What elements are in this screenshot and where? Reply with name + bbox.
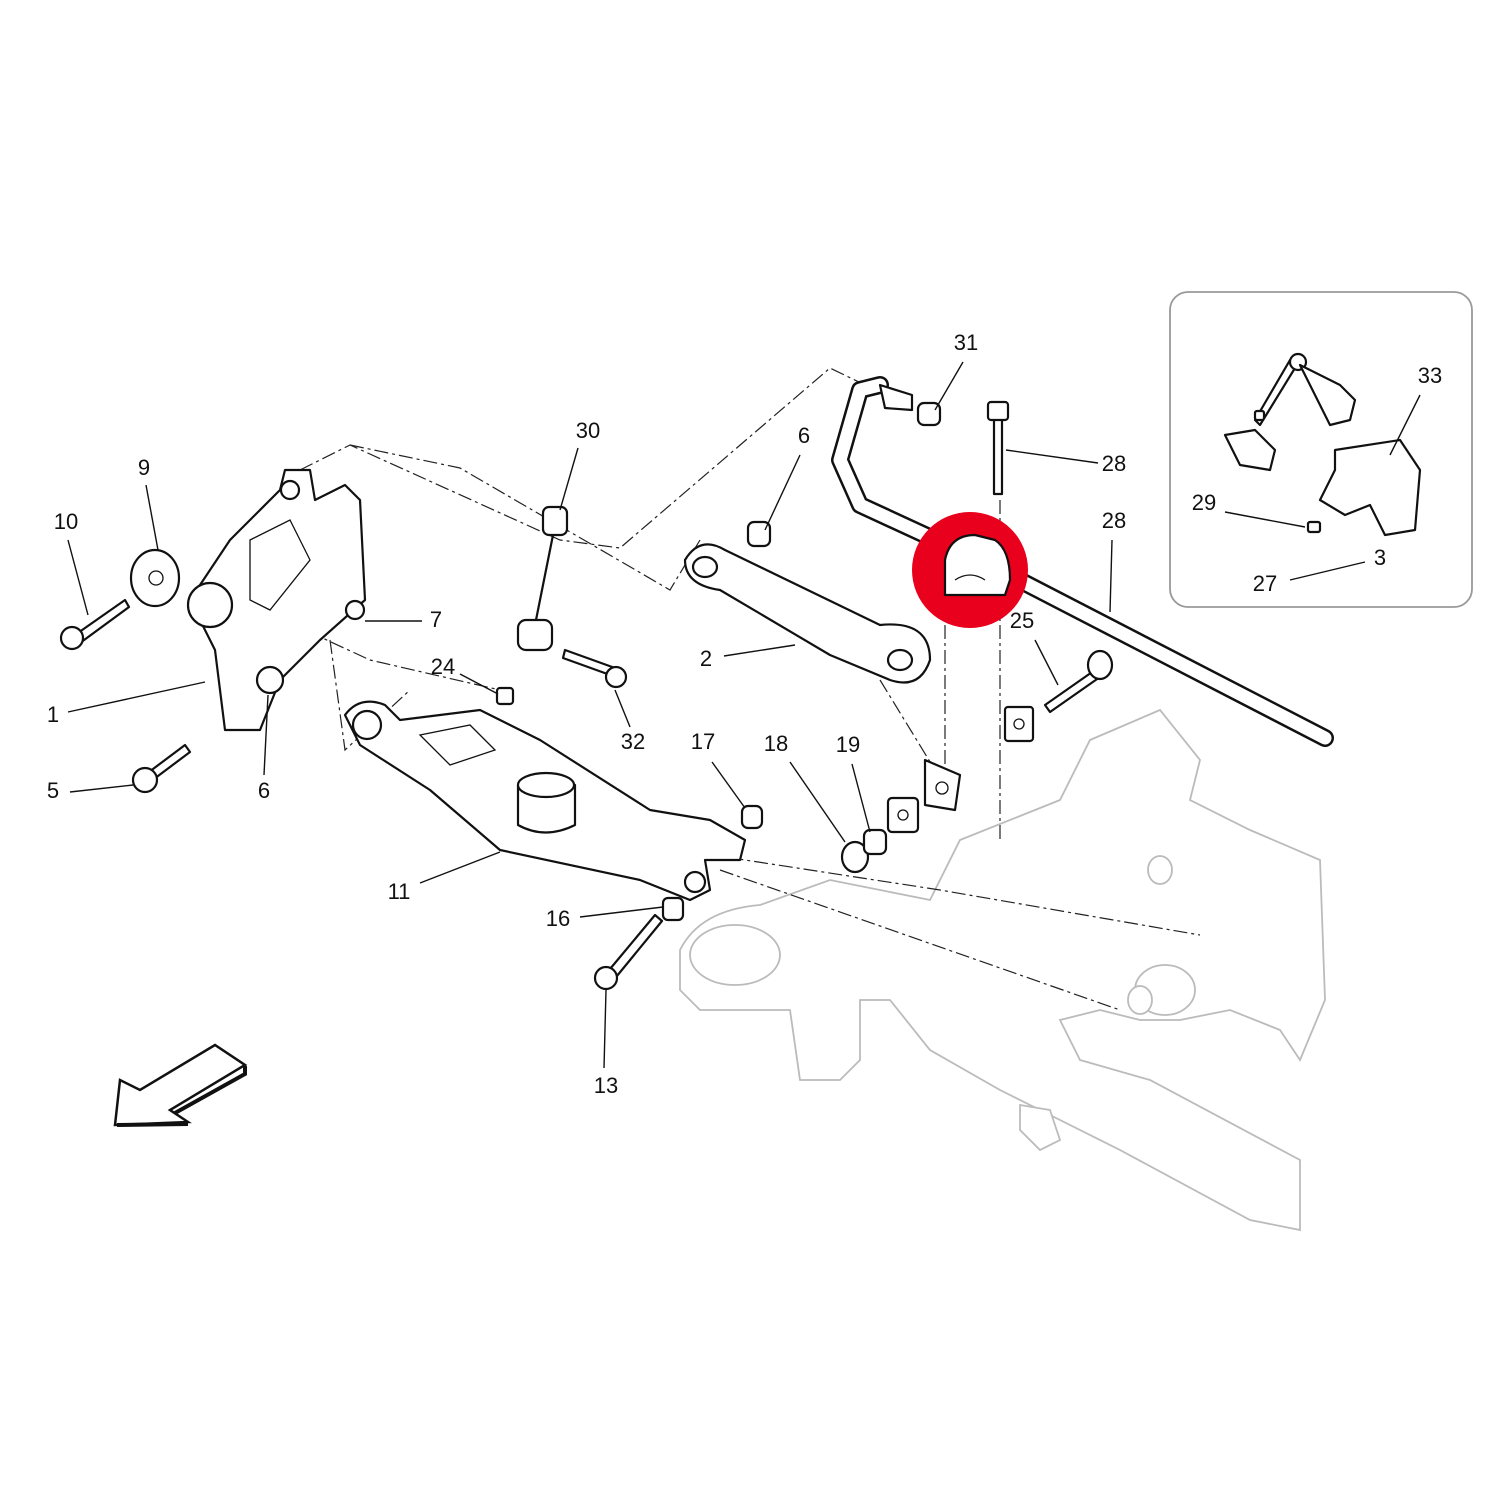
- callout-28: 28: [1102, 451, 1126, 476]
- callout-10: 10: [54, 509, 78, 534]
- callout-7: 7: [430, 607, 442, 632]
- nut-part-24: [495, 686, 515, 706]
- bushing-part-17: [740, 804, 764, 830]
- arrow-icon: [113, 1043, 248, 1127]
- highlight-bushing: [912, 512, 1028, 628]
- bolt-part-13: [593, 913, 664, 991]
- bushing-part-6: [746, 520, 772, 548]
- bolt-part-5: [131, 743, 192, 794]
- callout-33: 33: [1418, 363, 1442, 388]
- nut-part-16: [661, 896, 685, 922]
- callout-30: 30: [576, 418, 600, 443]
- callout-11: 11: [388, 879, 411, 904]
- callout-27: 27: [1253, 571, 1277, 596]
- callout-28: 28: [1102, 508, 1126, 533]
- callout-31: 31: [954, 330, 978, 355]
- callout-6: 6: [258, 778, 270, 803]
- rear-subframe: [679, 708, 1326, 1232]
- callout-18: 18: [764, 731, 788, 756]
- stabilizer-bar-part-28: [831, 376, 1334, 747]
- callout-17: 17: [691, 729, 715, 754]
- knuckle-part-1: [186, 468, 367, 732]
- callout-19: 19: [836, 732, 860, 757]
- nut-part-31: [916, 401, 942, 427]
- callout-3: 3: [1374, 545, 1386, 570]
- callout-29: 29: [1192, 490, 1216, 515]
- washer-part: [1003, 705, 1035, 743]
- bolt-part-10: [59, 598, 131, 651]
- callout-5: 5: [47, 778, 59, 803]
- callout-1: 1: [47, 702, 59, 727]
- callout-2: 2: [700, 646, 712, 671]
- callout-16: 16: [546, 906, 570, 931]
- lower-arm-part-11: [343, 700, 747, 902]
- callout-labels: 31 30 6 9 10 28 28 33 29 3 27 7 25 2 24 …: [47, 330, 1442, 1098]
- callout-6: 6: [798, 423, 810, 448]
- callout-24: 24: [431, 654, 455, 679]
- bushing-part-18: [840, 840, 870, 874]
- bolt-part-25: [1043, 649, 1114, 714]
- washer-part-9: [129, 548, 181, 608]
- leader-lines: [67, 361, 1421, 1069]
- callout-25: 25: [1010, 608, 1034, 633]
- upper-arm-part-2: [683, 543, 932, 684]
- callout-13: 13: [594, 1073, 618, 1098]
- callout-32: 32: [621, 729, 645, 754]
- bracket: [923, 758, 962, 812]
- plate: [886, 796, 920, 834]
- bolt-part-28: [986, 400, 1010, 496]
- stabilizer-link-part-30: [516, 505, 628, 689]
- callout-9: 9: [138, 455, 150, 480]
- detail-inset: [1169, 291, 1473, 608]
- bushing-part-19: [862, 828, 888, 856]
